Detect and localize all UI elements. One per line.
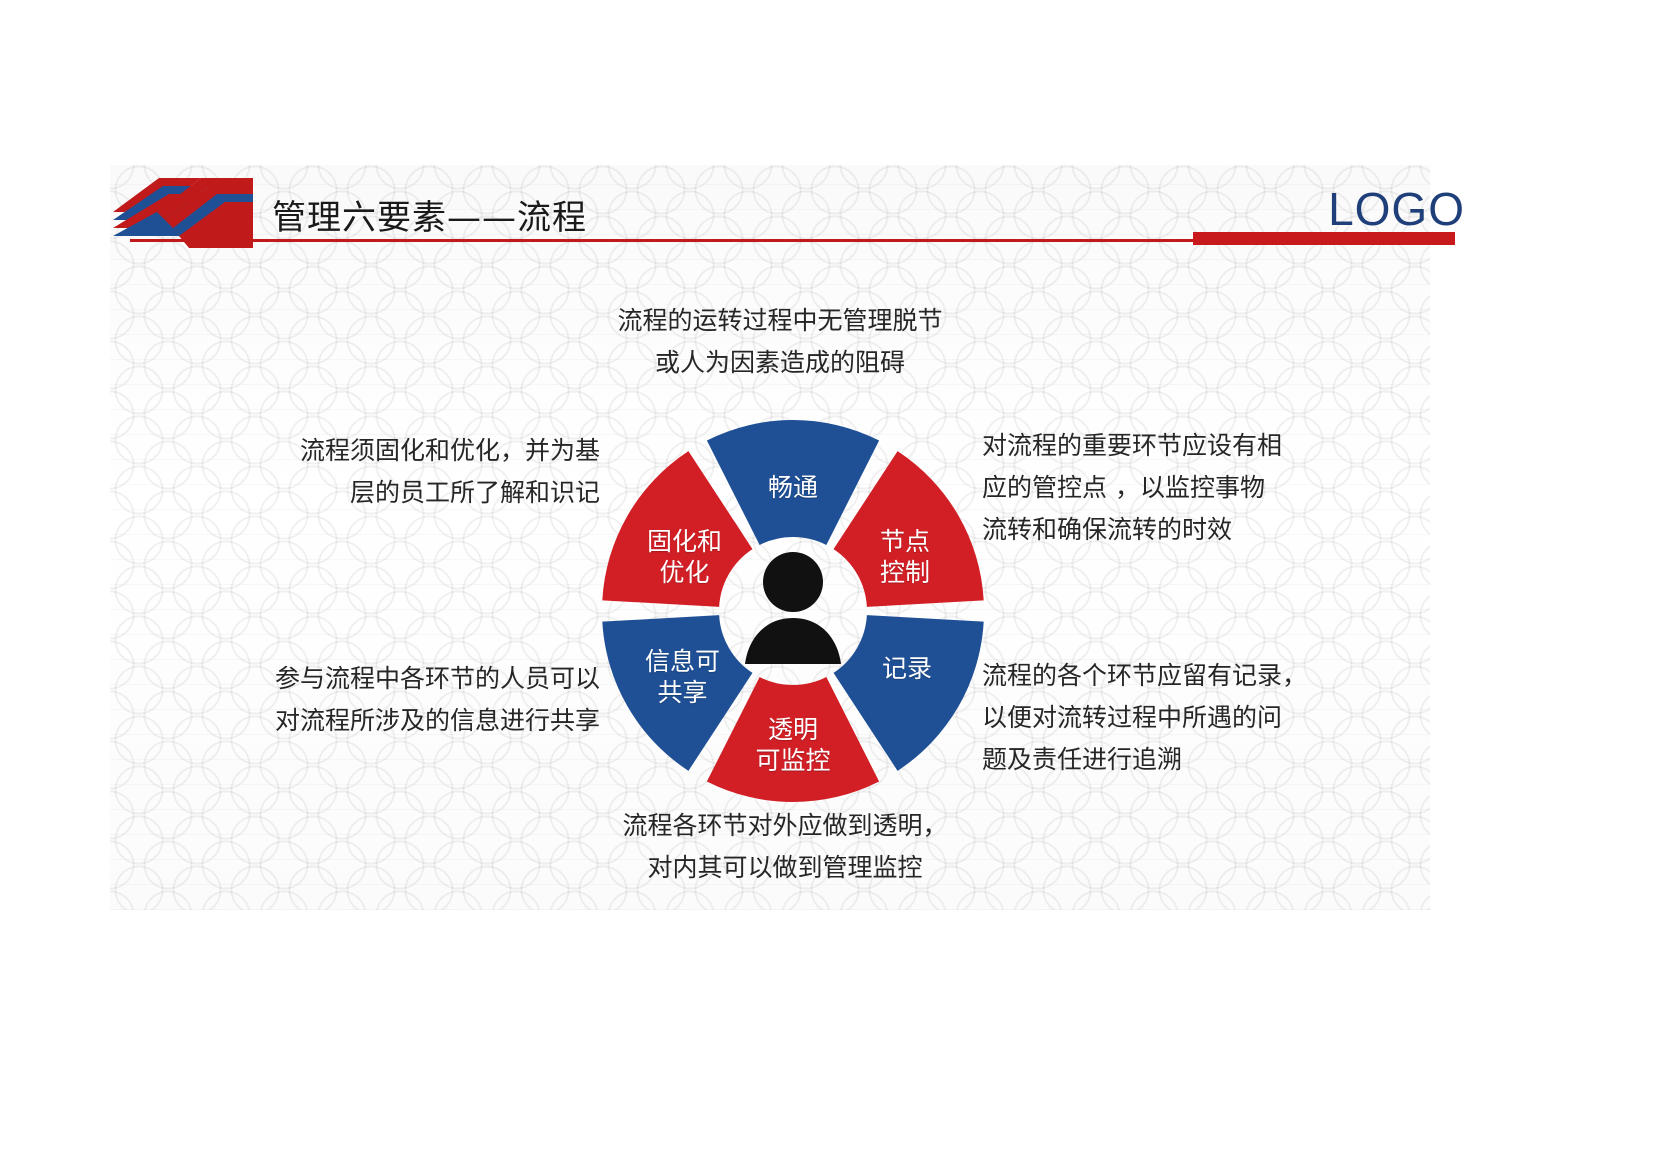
- wheel-segment-bottom-right[interactable]: [833, 615, 984, 771]
- caption-top-right-line-1: 对流程的重要环节应设有相: [982, 431, 1283, 460]
- caption-top-line-2: 或人为因素造成的阻碍: [654, 348, 905, 377]
- wheel-segment-bottom[interactable]: [706, 677, 880, 802]
- caption-top-line-1: 流程的运转过程中无管理脱节: [617, 306, 943, 335]
- wheel-segment-top-right[interactable]: [833, 451, 984, 607]
- caption-bottom: 流程各环节对外应做到透明， 对内其可以做到管理监控: [575, 805, 995, 889]
- slide-header: [0, 0, 1653, 165]
- caption-bottom-left: 参与流程中各环节的人员可以 对流程所涉及的信息进行共享: [210, 658, 600, 742]
- caption-bottom-line-2: 对内其可以做到管理监控: [647, 853, 923, 882]
- caption-top-right: 对流程的重要环节应设有相 应的管控点 ，以监控事物 流转和确保流转的时效: [982, 425, 1372, 551]
- caption-bottom-right-line-2: 以便对流转过程中所遇的问: [982, 703, 1283, 732]
- header-rule: [130, 239, 1455, 242]
- caption-top-left: 流程须固化和优化，并为基 层的员工所了解和识记: [230, 430, 600, 514]
- caption-top: 流程的运转过程中无管理脱节 或人为因素造成的阻碍: [565, 300, 995, 384]
- header-rule-accent: [1193, 232, 1455, 245]
- caption-top-left-line-1: 流程须固化和优化，并为基: [299, 436, 600, 465]
- caption-top-left-line-2: 层的员工所了解和识记: [349, 478, 600, 507]
- wheel-segment-top-left[interactable]: [602, 451, 753, 607]
- caption-bottom-left-line-1: 参与流程中各环节的人员可以: [274, 664, 600, 693]
- six-element-wheel: 畅通 节点 控制 记录 透明 可监控 信息可 共享 固化和 优化: [600, 418, 986, 804]
- caption-bottom-line-1: 流程各环节对外应做到透明，: [622, 811, 948, 840]
- caption-bottom-right: 流程的各个环节应留有记录， 以便对流转过程中所遇的问 题及责任进行追溯: [982, 655, 1372, 781]
- logo: LOGO: [1328, 183, 1465, 235]
- wheel-segment-top[interactable]: [706, 420, 880, 545]
- caption-bottom-left-line-2: 对流程所涉及的信息进行共享: [274, 706, 600, 735]
- wheel-segment-bottom-left[interactable]: [602, 615, 753, 771]
- caption-top-right-line-2: 应的管控点 ，以监控事物: [982, 473, 1265, 502]
- ribbon-decoration-icon: [113, 178, 253, 248]
- page-title: 管理六要素——流程: [272, 198, 587, 238]
- caption-bottom-right-line-3: 题及责任进行追溯: [982, 745, 1183, 774]
- caption-bottom-right-line-1: 流程的各个环节应留有记录，: [982, 661, 1308, 690]
- caption-top-right-line-3: 流转和确保流转的时效: [982, 515, 1233, 544]
